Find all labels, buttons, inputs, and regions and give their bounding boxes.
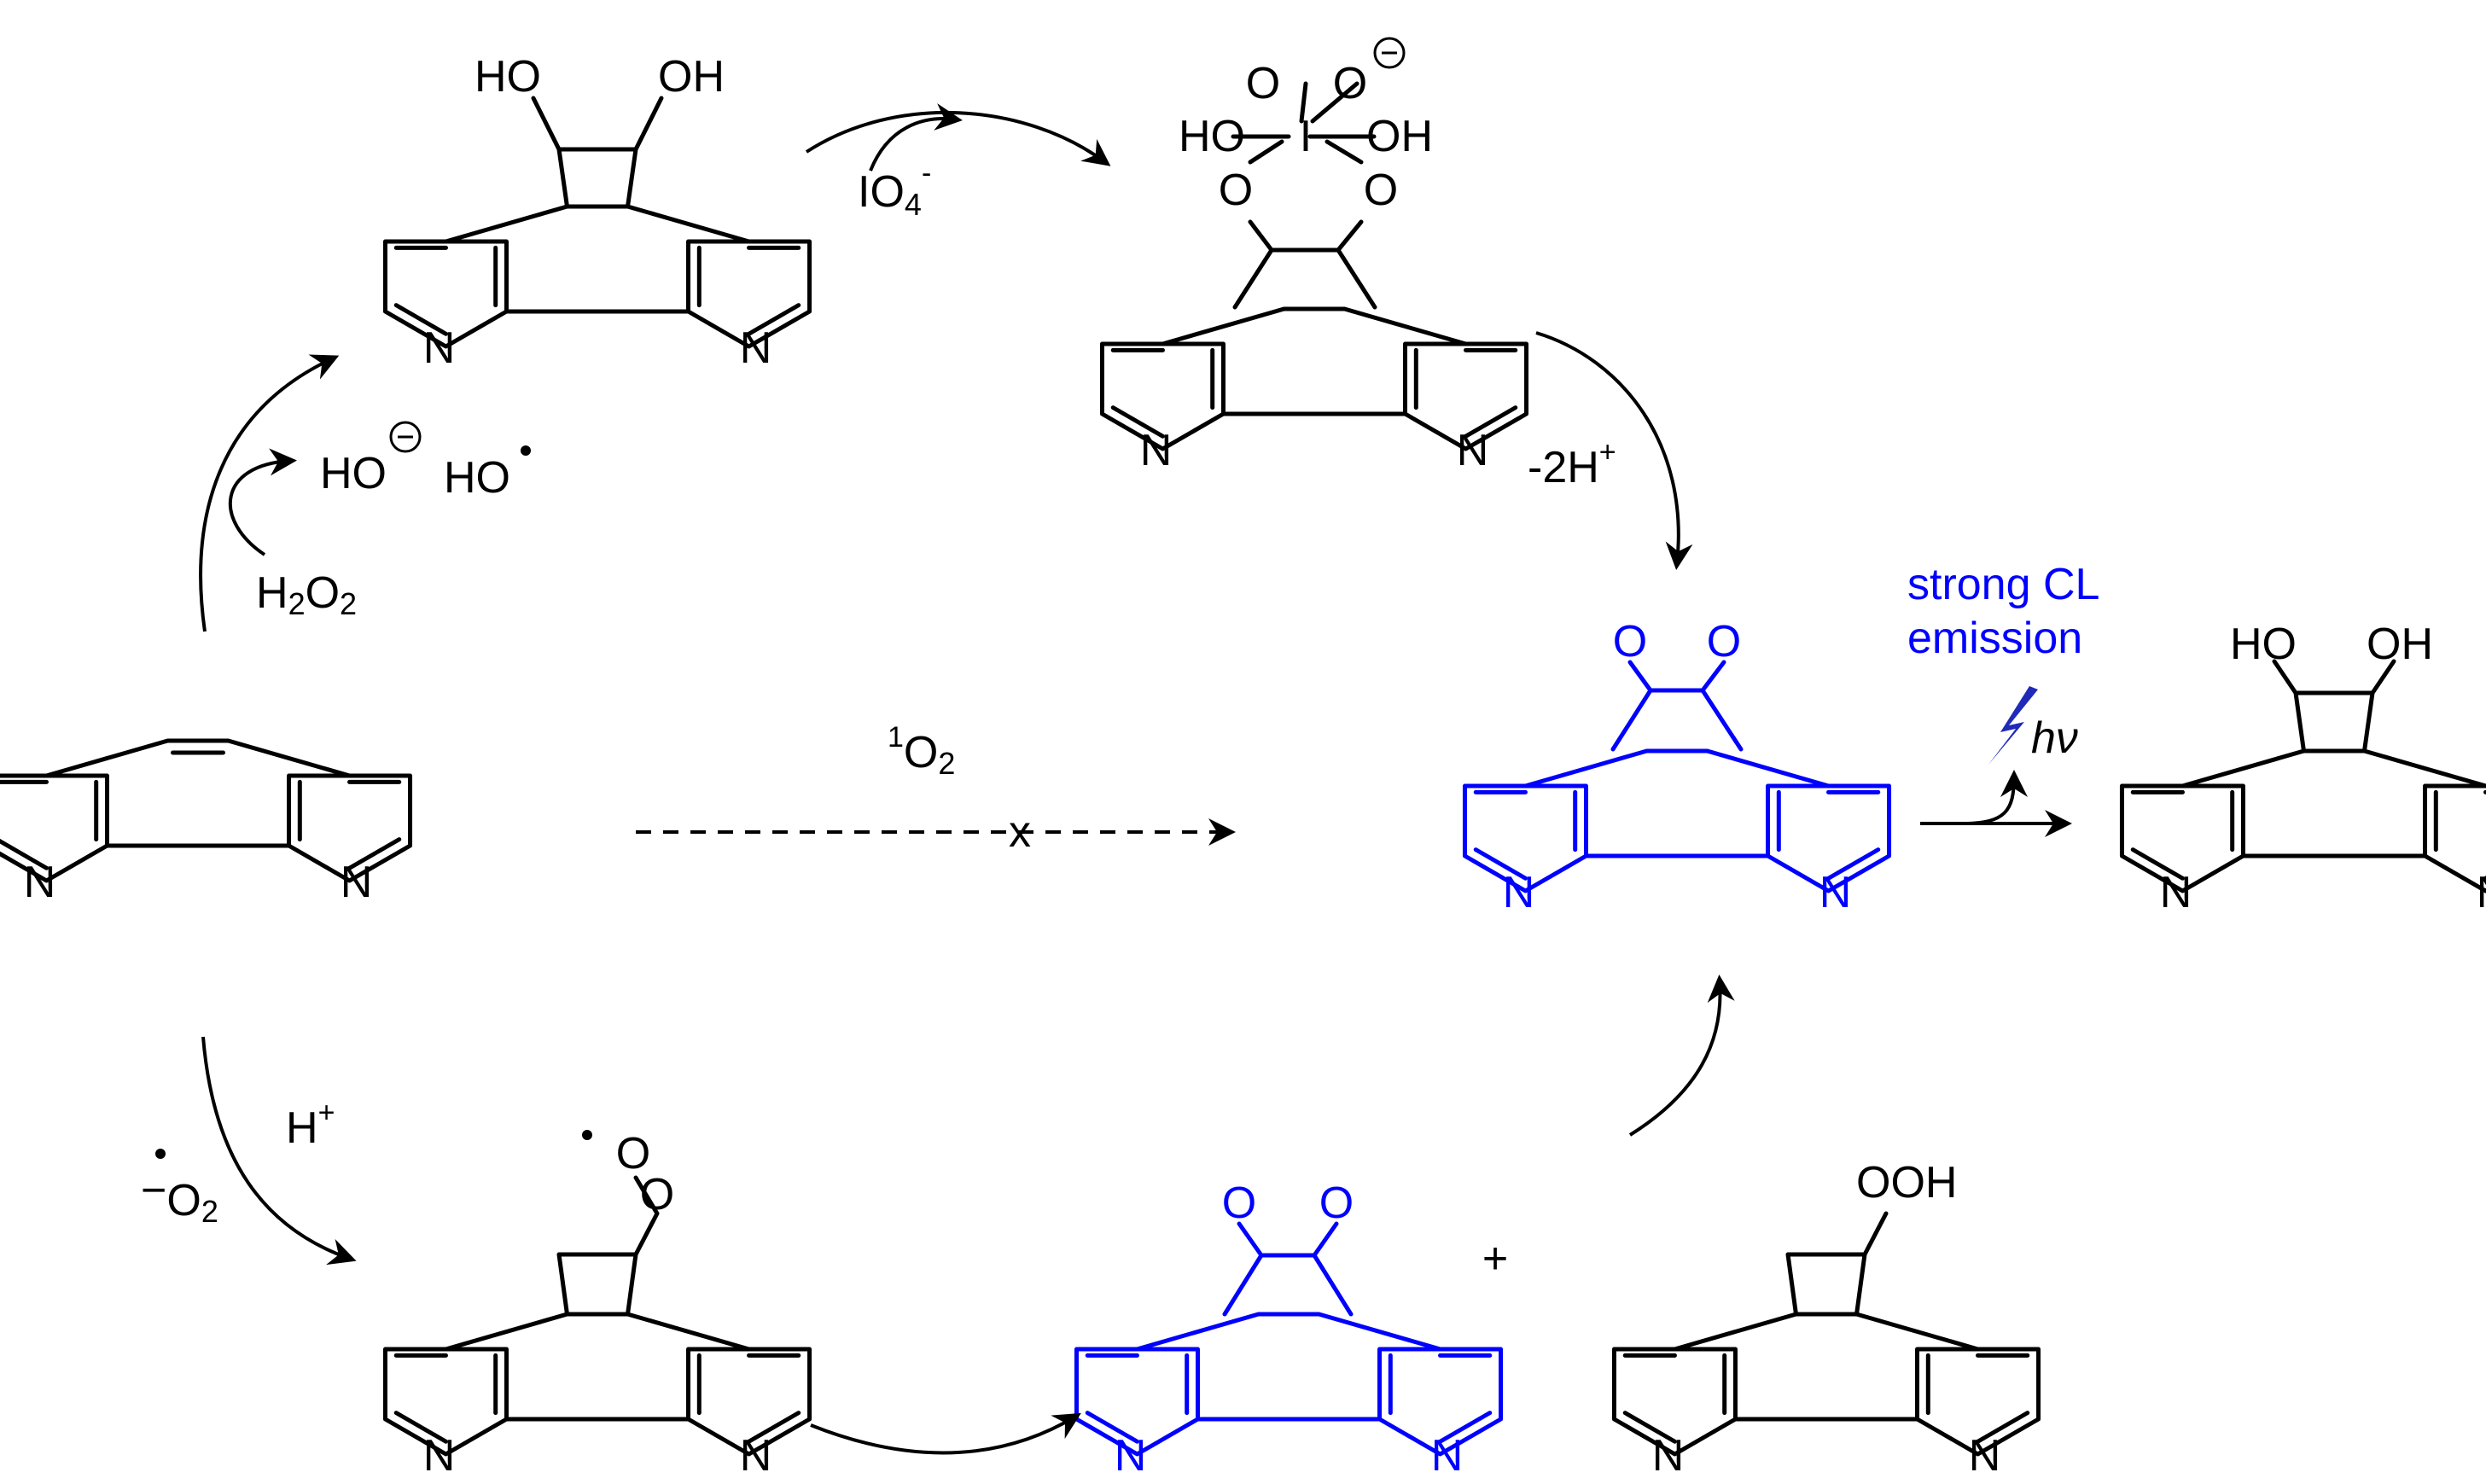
ester-ho-label: HO	[1179, 112, 1245, 161]
hydroxyl-radical-label: HO	[444, 453, 510, 503]
peroxy-o2-label: O	[640, 1170, 674, 1219]
proton-label: H+	[286, 1097, 335, 1153]
superoxide-radical-dot	[155, 1149, 166, 1159]
arrow-superoxide-path	[201, 1036, 357, 1266]
dioxetane-o-left: O	[1613, 617, 1647, 666]
final-ho-label: HO	[2230, 620, 2297, 669]
dioxetane2-o-right: O	[1319, 1178, 1354, 1228]
final-oh-label: OH	[2367, 620, 2433, 669]
nitrogen-atom: N	[1457, 426, 1489, 475]
nitrogen-atom: N	[1503, 868, 1535, 917]
arrow-to-diol	[199, 354, 340, 632]
ester-o-top-left: O	[1246, 59, 1280, 108]
singlet-o2-label: 1O2	[888, 721, 955, 781]
diol-oh-label: OH	[658, 52, 725, 102]
arrow-peroxy-to-dioxetane	[810, 1412, 1081, 1455]
arrow-ester-to-dioxetane	[1535, 331, 1693, 570]
nitrogen-atom: N	[740, 323, 772, 373]
ester-i-atom: I	[1300, 112, 1312, 161]
arrow-emission-branch	[1962, 770, 2028, 825]
nitrogen-atom: N	[2477, 868, 2486, 917]
plus-sign: +	[1482, 1234, 1508, 1283]
nitrogen-atom: N	[423, 323, 456, 373]
hv-label: hν	[2031, 713, 2078, 763]
light-emission-bolt-icon	[1988, 686, 2038, 765]
diol-ho-label: HO	[474, 52, 541, 102]
ester-o-right: O	[1364, 166, 1398, 215]
hydroxide-negative-charge-icon	[389, 421, 422, 453]
arrow-diol-to-ester	[805, 110, 1111, 166]
hydroxyl-radical-dot	[521, 445, 531, 456]
dioxetane2-o-left: O	[1222, 1178, 1256, 1228]
diol-bonds	[531, 96, 664, 209]
nitrogen-atom: N	[1115, 1431, 1147, 1481]
nitrogen-atom: N	[423, 1431, 456, 1481]
nitrogen-atom: N	[341, 858, 373, 907]
ooh-label: OOH	[1856, 1158, 1957, 1208]
hydroxide-label: HO	[320, 449, 387, 498]
peroxy-bonds	[556, 1175, 660, 1317]
peroxy-o1-label: O	[616, 1129, 650, 1178]
nitrogen-atom: N	[1431, 1431, 1464, 1481]
dioxetane-ring-main	[1610, 660, 1744, 752]
diol-final-product: NN	[2119, 748, 2486, 917]
nitrogen-atom: N	[24, 858, 56, 907]
nitrogen-atom: N	[1652, 1431, 1685, 1481]
arrow-h2o2-to-hydroxide	[228, 448, 297, 556]
superoxide-label: −O2	[141, 1166, 218, 1229]
nitrogen-atom: N	[1140, 426, 1173, 475]
nitrogen-atom: N	[1819, 868, 1852, 917]
minus-2h-label: -2H+	[1528, 436, 1616, 492]
ester-oh-label: OH	[1366, 112, 1433, 161]
diol-final-bonds	[2272, 659, 2396, 754]
emission-label-line2: emission	[1907, 614, 2082, 663]
periodate-ester-ring	[1231, 81, 1377, 310]
arrow-periodate-in	[869, 103, 963, 172]
h2o2-label: H2O2	[256, 568, 357, 621]
peroxy-radical-dot	[582, 1130, 592, 1140]
periodate-negative-charge-icon	[1373, 37, 1406, 69]
dioxetane-ring-bottom	[1222, 1221, 1354, 1317]
arrow-byproduct-to-dioxetane	[1628, 975, 1735, 1137]
dioxetane-o-right: O	[1707, 617, 1741, 666]
ooh-bonds	[1785, 1211, 1889, 1317]
emission-label-line1: strong CL	[1907, 560, 2099, 609]
nitrogen-atom: N	[2160, 868, 2192, 917]
ester-o-left: O	[1219, 166, 1253, 215]
nitrogen-atom: N	[1969, 1431, 2001, 1481]
nitrogen-atom: N	[740, 1431, 772, 1481]
periodate-label: IO4-	[858, 157, 931, 222]
ester-o-top-right: O	[1333, 59, 1367, 108]
